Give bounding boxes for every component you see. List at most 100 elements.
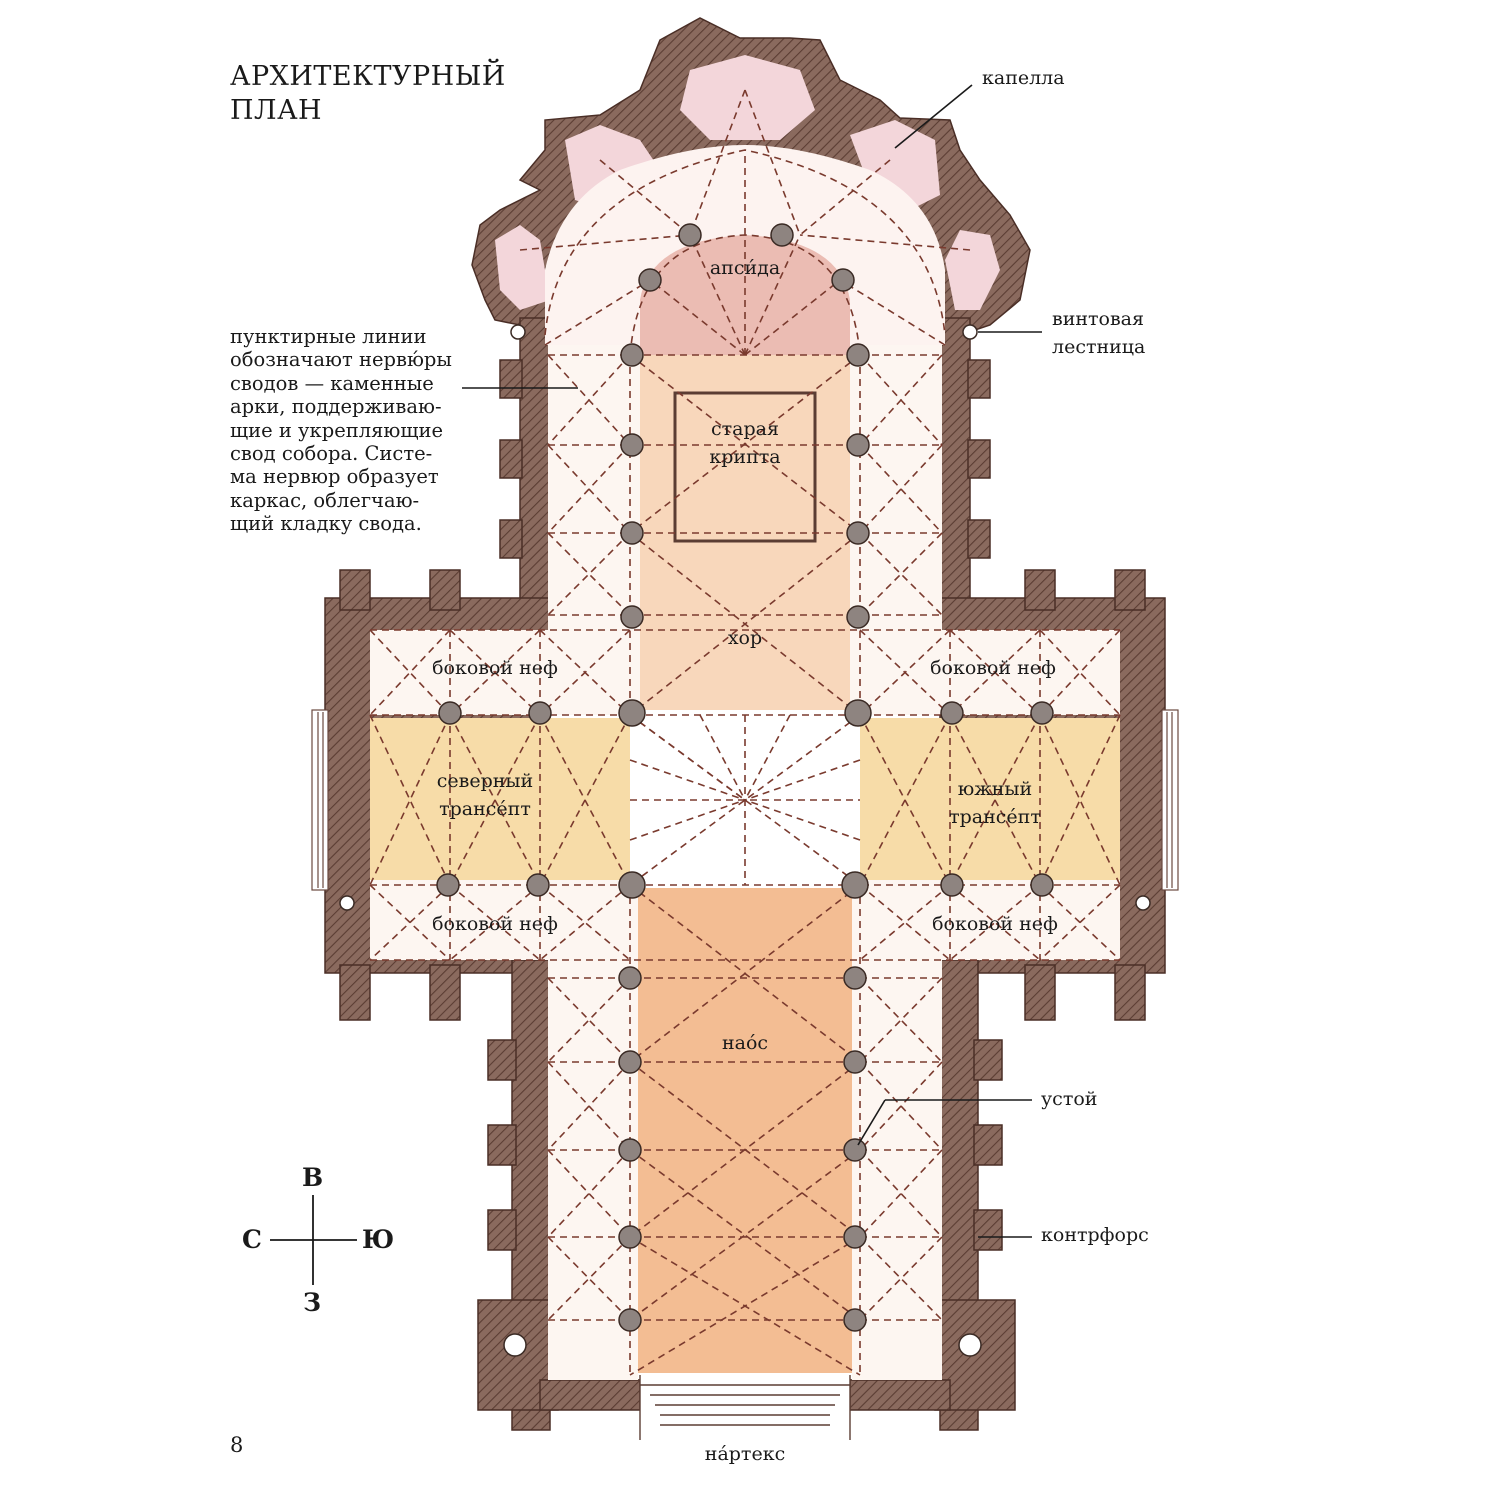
pier xyxy=(844,699,872,727)
label-aisle-nw: боковой неф xyxy=(432,657,558,679)
label-chapel: капелла xyxy=(982,67,1065,89)
south-transept-line-1: южный xyxy=(957,778,1033,800)
chapel-1 xyxy=(495,225,550,310)
buttress xyxy=(1114,569,1146,611)
pier xyxy=(940,873,964,897)
pier xyxy=(618,1225,642,1249)
pier xyxy=(843,966,867,990)
page-number: 8 xyxy=(230,1433,244,1457)
pier xyxy=(846,521,870,545)
pier xyxy=(620,521,644,545)
pier xyxy=(940,701,964,725)
chapel-3 xyxy=(680,55,815,140)
pier-leader xyxy=(857,1099,886,1146)
pier xyxy=(436,873,460,897)
buttress xyxy=(973,1039,1003,1081)
spiral-stairs xyxy=(339,324,1151,1357)
vault-ribs xyxy=(369,89,1121,1376)
steps-lines xyxy=(639,1375,851,1440)
pier xyxy=(620,343,644,367)
compass-west: З xyxy=(303,1288,322,1317)
pier xyxy=(846,605,870,629)
label-north-transept: северный трансе́пт xyxy=(405,767,565,823)
old-crypt-outline xyxy=(673,391,817,543)
buttress xyxy=(967,439,991,479)
buttress xyxy=(339,964,371,1021)
spiral-stair-icon xyxy=(962,324,978,340)
buttress xyxy=(499,519,523,559)
south-transept xyxy=(860,718,1120,880)
buttress xyxy=(499,359,523,399)
chapel-5 xyxy=(945,230,1000,310)
north-transept-line-1: северный xyxy=(436,770,534,792)
pier xyxy=(678,223,702,247)
pier xyxy=(618,871,646,899)
vault-ribs-note: пунктирные линии обозначают нервю́ры сво… xyxy=(230,325,470,536)
pier xyxy=(438,701,462,725)
page-title: АРХИТЕКТУРНЫЙ ПЛАН xyxy=(230,60,506,128)
aisle-nw xyxy=(370,630,640,715)
crypt-line-2: крипта xyxy=(709,446,781,468)
pier xyxy=(620,433,644,457)
title-line-2: ПЛАН xyxy=(230,95,323,126)
label-apse: апси́да xyxy=(709,257,781,279)
label-spiral-stair: винтовая лестница xyxy=(1052,305,1145,361)
label-south-transept: южный трансе́пт xyxy=(915,775,1075,831)
note-line: щий кладку свода. xyxy=(230,512,422,536)
west-facade-south xyxy=(849,1379,951,1411)
narthex-steps xyxy=(640,1375,850,1440)
compass-rose xyxy=(270,1195,357,1285)
nave-aisle-north xyxy=(548,960,638,1380)
note-line: сводов — каменные xyxy=(230,371,434,395)
spiral-stair-icon xyxy=(958,1333,982,1357)
pier xyxy=(528,701,552,725)
south-transept-line-2: трансе́пт xyxy=(949,806,1041,828)
note-line: щие и укрепляющие xyxy=(230,418,444,442)
pier xyxy=(843,1308,867,1332)
buttress xyxy=(1114,964,1146,1021)
stair-line-2: лестница xyxy=(1052,336,1146,358)
pier xyxy=(618,1138,642,1162)
note-line: свод собора. Систе- xyxy=(230,442,433,466)
note-line: обозначают нервю́ры xyxy=(230,348,452,372)
aisle-ne xyxy=(850,630,1120,715)
pier xyxy=(638,268,662,292)
stair-line-1: винтовая xyxy=(1052,308,1144,330)
label-pier: устой xyxy=(1041,1088,1098,1110)
pier xyxy=(618,1050,642,1074)
pier xyxy=(620,605,644,629)
buttress xyxy=(1024,964,1056,1021)
label-aisle-sw: боковой неф xyxy=(432,913,558,935)
compass-north: С xyxy=(242,1225,262,1254)
compass-south: Ю xyxy=(362,1225,395,1254)
choir-aisle-south xyxy=(850,345,942,635)
north-transept xyxy=(370,718,630,880)
choir-south-wall xyxy=(939,317,971,619)
crypt-line-1: старая xyxy=(711,418,779,440)
choir-north-wall xyxy=(519,317,551,619)
transept-porches xyxy=(311,709,1179,891)
pier xyxy=(526,873,550,897)
label-buttress: контрфорс xyxy=(1041,1224,1149,1246)
pier xyxy=(1030,873,1054,897)
buttress xyxy=(487,1124,517,1166)
title-line-1: АРХИТЕКТУРНЫЙ xyxy=(230,61,506,92)
spiral-stair-icon xyxy=(503,1333,527,1357)
spiral-stair-icon xyxy=(510,324,526,340)
pier xyxy=(618,699,646,727)
pier xyxy=(1030,701,1054,725)
pier xyxy=(843,1225,867,1249)
nave-aisle-south-upper xyxy=(852,880,942,960)
buttress xyxy=(973,1209,1003,1251)
spiral-stair-icon xyxy=(1135,895,1151,911)
buttress xyxy=(487,1209,517,1251)
buttress xyxy=(339,569,371,611)
nave-aisle-south xyxy=(852,960,942,1380)
leader-lines xyxy=(462,84,1042,1238)
pier xyxy=(618,966,642,990)
note-line: арки, поддерживаю- xyxy=(230,395,442,419)
pier xyxy=(846,433,870,457)
note-line: пунктирные линии xyxy=(230,325,427,348)
compass-east: В xyxy=(302,1163,324,1192)
